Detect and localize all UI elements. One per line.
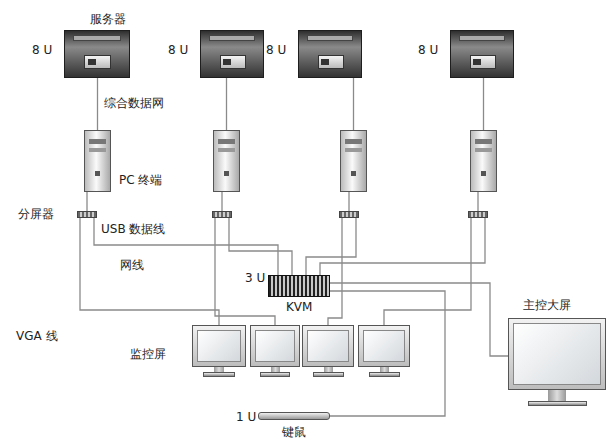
device-label: PC 终端 bbox=[118, 173, 163, 187]
cable-line bbox=[229, 218, 292, 275]
cable-line bbox=[328, 218, 342, 325]
drive-bay bbox=[218, 148, 235, 152]
screen-glass bbox=[363, 330, 405, 362]
screen-glass bbox=[197, 330, 241, 362]
cable-line bbox=[94, 218, 278, 275]
pc-terminal bbox=[470, 130, 497, 192]
server-led bbox=[321, 59, 329, 65]
monitor-screen bbox=[250, 325, 300, 367]
device-label: 8 U bbox=[167, 43, 189, 57]
pc-terminal bbox=[213, 130, 240, 192]
cable-label: USB 数据线 bbox=[99, 222, 167, 236]
monitor-screen bbox=[358, 325, 410, 367]
monitor-base bbox=[369, 372, 400, 377]
monitor-base bbox=[313, 372, 344, 377]
monitor-base bbox=[260, 372, 290, 377]
cable-line bbox=[477, 192, 478, 211]
server-handle bbox=[307, 35, 353, 41]
cable-line bbox=[353, 78, 354, 130]
cable-line bbox=[320, 218, 485, 275]
splitter-device bbox=[468, 211, 488, 218]
pc-terminal bbox=[340, 130, 367, 192]
device-label: 分屏器 bbox=[17, 207, 55, 221]
splitter-device bbox=[339, 211, 359, 218]
keyboard-mouse: 1 U键鼠 bbox=[258, 412, 330, 420]
monitor-base bbox=[203, 372, 235, 377]
server-handle bbox=[209, 35, 255, 41]
screen-glass bbox=[513, 323, 601, 385]
device-label: 8 U bbox=[417, 43, 439, 57]
server-led bbox=[223, 59, 231, 65]
splitter-device: 分屏器 bbox=[77, 211, 97, 218]
monitor-screen bbox=[302, 325, 354, 367]
cable-line bbox=[306, 218, 356, 275]
screen-glass bbox=[307, 330, 349, 362]
device-label: 键鼠 bbox=[281, 425, 307, 439]
monitor-base bbox=[528, 401, 587, 406]
device-label: KVM bbox=[285, 300, 313, 314]
power-button bbox=[481, 171, 486, 176]
drive-bay bbox=[218, 139, 235, 144]
power-button bbox=[224, 171, 229, 176]
device-label: 1 U bbox=[235, 410, 257, 424]
drive-bay bbox=[89, 139, 106, 144]
server-unit: 8 U bbox=[200, 30, 264, 78]
device-label: 监控屏 bbox=[129, 347, 167, 361]
device-label: 8 U bbox=[31, 43, 53, 57]
server-led bbox=[473, 59, 481, 65]
power-button bbox=[95, 171, 100, 176]
power-button bbox=[351, 171, 356, 176]
drive-bay bbox=[89, 148, 106, 152]
splitter-device bbox=[212, 211, 232, 218]
server-unit: 服务器8 U bbox=[64, 30, 130, 78]
server-led bbox=[88, 59, 96, 65]
cable-line bbox=[86, 192, 87, 211]
device-label: 3 U bbox=[244, 271, 266, 285]
server-handle bbox=[73, 35, 121, 41]
cable-line bbox=[97, 78, 98, 130]
screen-glass bbox=[255, 330, 295, 362]
cable-line bbox=[348, 192, 349, 211]
server-handle bbox=[459, 35, 505, 41]
pc-terminal: PC 终端 bbox=[84, 130, 111, 192]
cable-line bbox=[330, 283, 508, 356]
device-label: 8 U bbox=[265, 43, 287, 57]
drive-bay bbox=[345, 148, 362, 152]
cable-line bbox=[226, 78, 227, 130]
kvm-switch: 3 UKVM bbox=[268, 275, 330, 297]
device-label: 主控大屏 bbox=[522, 298, 572, 312]
cable-label: VGA 线 bbox=[14, 329, 60, 343]
cable-label: 网线 bbox=[118, 258, 146, 272]
drive-bay bbox=[345, 139, 362, 144]
cable-line bbox=[483, 78, 484, 130]
cable-line bbox=[215, 218, 275, 325]
edge-label: 综合数据网 bbox=[102, 96, 166, 110]
device-label: 服务器 bbox=[89, 12, 127, 26]
drive-bay bbox=[475, 148, 492, 152]
server-unit: 8 U bbox=[450, 30, 514, 78]
monitor-screen: 监控屏 bbox=[192, 325, 246, 367]
server-unit: 8 U bbox=[298, 30, 362, 78]
main-display: 主控大屏 bbox=[508, 318, 606, 390]
cable-line bbox=[221, 192, 222, 211]
cable-line bbox=[80, 218, 219, 325]
drive-bay bbox=[475, 139, 492, 144]
cable-line bbox=[384, 218, 471, 325]
